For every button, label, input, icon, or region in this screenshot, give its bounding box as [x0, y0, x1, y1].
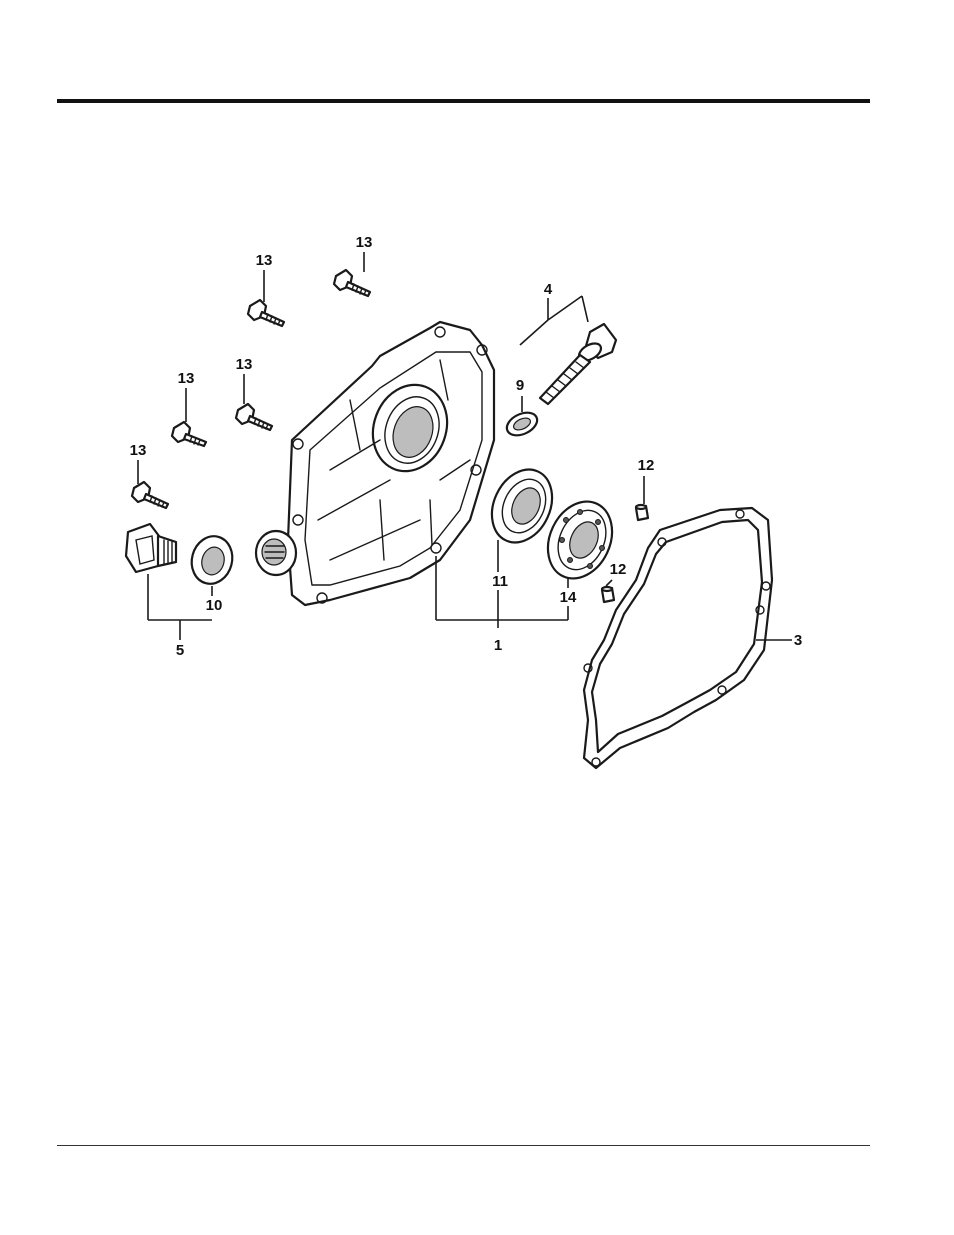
callout-12-pin-2: 12 — [610, 561, 627, 578]
flange-bolt-4 — [172, 422, 206, 446]
callout-14: 14 — [560, 589, 577, 606]
dowel-pin-2 — [602, 587, 614, 602]
drain-plug-washer — [186, 532, 237, 589]
oil-drain-plug — [126, 524, 176, 572]
crankcase-cover — [256, 322, 494, 605]
callout-1: 1 — [494, 637, 502, 654]
flange-bolt-1 — [334, 270, 370, 296]
callout-13-bolt-3: 13 — [236, 356, 253, 373]
callout-3: 3 — [794, 632, 802, 649]
gasket — [584, 508, 772, 768]
callout-4: 4 — [544, 281, 553, 298]
callout-13-bolt-2: 13 — [256, 252, 273, 269]
flange-bolt-3 — [236, 404, 272, 430]
callout-10: 10 — [206, 597, 223, 614]
oil-level-gauge — [540, 324, 616, 404]
flange-bolt-5 — [132, 482, 168, 508]
dowel-pin-1 — [636, 505, 648, 520]
callout-13-bolt-1: 13 — [356, 234, 373, 251]
callout-11: 11 — [492, 573, 508, 590]
callout-13-bolt-4: 13 — [178, 370, 195, 387]
o-ring — [503, 408, 540, 440]
callout-12-pin-1: 12 — [638, 457, 655, 474]
callout-9: 9 — [516, 377, 524, 394]
flange-bolt-2 — [248, 300, 284, 326]
callout-5: 5 — [176, 642, 184, 659]
callout-13-bolt-5: 13 — [130, 442, 147, 459]
